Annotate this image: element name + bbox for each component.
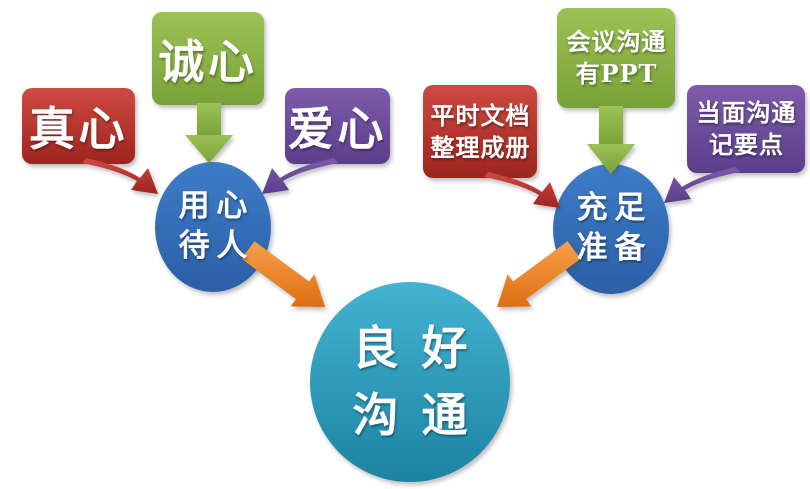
arrow-right-green-down <box>587 106 635 174</box>
bubble-right-red <box>423 85 560 208</box>
bubble-right-purple <box>664 85 805 203</box>
bubble-right-red-tail-arrow <box>484 172 560 208</box>
hub-right-ellipse <box>553 164 669 294</box>
bubble-right-green <box>557 8 675 108</box>
hub-left-ellipse <box>155 162 271 292</box>
bubble-left-green <box>152 12 264 105</box>
arrow-left-green-down <box>185 103 233 163</box>
arrow-orange-right <box>497 241 581 307</box>
bubble-left-purple-tail-arrow <box>262 158 338 194</box>
bubble-left-purple <box>262 88 390 194</box>
bubble-right-purple-tail-arrow <box>664 167 740 203</box>
center-circle <box>310 282 510 482</box>
bubble-left-red <box>22 88 158 194</box>
bubble-left-red-tail-arrow <box>82 158 158 194</box>
arrow-orange-left <box>241 241 325 307</box>
